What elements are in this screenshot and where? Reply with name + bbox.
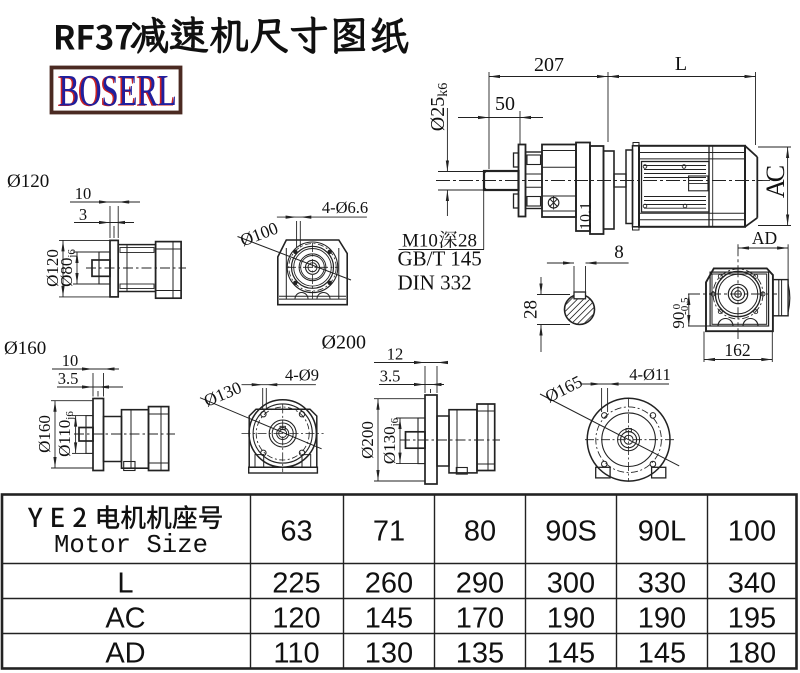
svg-text:M10: M10 <box>402 231 438 252</box>
svg-text:8: 8 <box>614 242 624 263</box>
svg-text:170: 170 <box>456 603 504 635</box>
svg-text:Ø80j6: Ø80j6 <box>57 249 78 287</box>
svg-text:135: 135 <box>456 638 504 670</box>
svg-text:Ø110j6: Ø110j6 <box>55 411 76 457</box>
svg-text:120: 120 <box>272 603 320 635</box>
svg-text:L: L <box>117 568 133 600</box>
svg-text:195: 195 <box>728 603 776 635</box>
svg-text:145: 145 <box>547 638 595 670</box>
svg-text:190: 190 <box>638 603 686 635</box>
svg-text:Ø120: Ø120 <box>7 171 49 192</box>
svg-text:330: 330 <box>638 568 686 600</box>
svg-text:71: 71 <box>373 516 405 548</box>
svg-text:GB/T 145: GB/T 145 <box>398 247 482 271</box>
svg-text:BOSERL: BOSERL <box>59 66 177 115</box>
svg-text:145: 145 <box>365 603 413 635</box>
svg-text:260: 260 <box>365 568 413 600</box>
svg-text:180: 180 <box>728 638 776 670</box>
svg-text:4-Ø6.6: 4-Ø6.6 <box>322 198 368 217</box>
svg-text:Ø200: Ø200 <box>322 332 366 354</box>
svg-text:12: 12 <box>387 345 404 364</box>
svg-text:BOSERL: BOSERL <box>57 67 175 116</box>
svg-text:L: L <box>675 53 687 75</box>
svg-text:63: 63 <box>280 516 312 548</box>
svg-text:340: 340 <box>728 568 776 600</box>
svg-text:Ø120: Ø120 <box>43 249 62 287</box>
svg-text:10: 10 <box>75 184 92 203</box>
svg-text:AC: AC <box>105 603 145 635</box>
svg-text:50: 50 <box>495 93 515 115</box>
svg-text:Ø160: Ø160 <box>4 338 46 359</box>
svg-text:145: 145 <box>638 638 686 670</box>
svg-text:Ø200: Ø200 <box>358 421 377 459</box>
svg-text:90 0-0.5: 90 0-0.5 <box>669 297 691 329</box>
svg-text:AD: AD <box>752 228 777 248</box>
svg-text:110: 110 <box>273 638 319 670</box>
svg-text:AD: AD <box>105 638 145 670</box>
svg-text:28: 28 <box>458 231 477 252</box>
svg-text:130: 130 <box>365 638 413 670</box>
svg-text:Ø130j6: Ø130j6 <box>380 417 401 464</box>
svg-text:3.5: 3.5 <box>380 367 401 386</box>
svg-text:225: 225 <box>272 568 320 600</box>
svg-text:300: 300 <box>547 568 595 600</box>
svg-text:10.1: 10.1 <box>578 202 595 230</box>
svg-text:100: 100 <box>728 516 776 548</box>
svg-text:DIN 332: DIN 332 <box>398 271 472 295</box>
svg-text:4-Ø9: 4-Ø9 <box>285 366 319 385</box>
svg-text:3: 3 <box>79 205 87 224</box>
svg-text:190: 190 <box>547 603 595 635</box>
svg-text:Motor Size: Motor Size <box>54 530 208 560</box>
svg-text:90L: 90L <box>638 516 686 548</box>
svg-text:3.5: 3.5 <box>58 369 79 388</box>
svg-text:AC: AC <box>761 166 790 198</box>
svg-text:90S: 90S <box>545 516 597 548</box>
svg-text:80: 80 <box>464 516 496 548</box>
svg-text:Ø25k6: Ø25k6 <box>427 83 451 131</box>
svg-text:28: 28 <box>521 300 542 319</box>
svg-text:162: 162 <box>724 340 750 360</box>
svg-text:10: 10 <box>62 351 79 370</box>
svg-text:207: 207 <box>534 54 564 76</box>
svg-text:Ø160: Ø160 <box>35 415 54 453</box>
svg-text:290: 290 <box>456 568 504 600</box>
svg-text:4-Ø11: 4-Ø11 <box>629 365 671 384</box>
